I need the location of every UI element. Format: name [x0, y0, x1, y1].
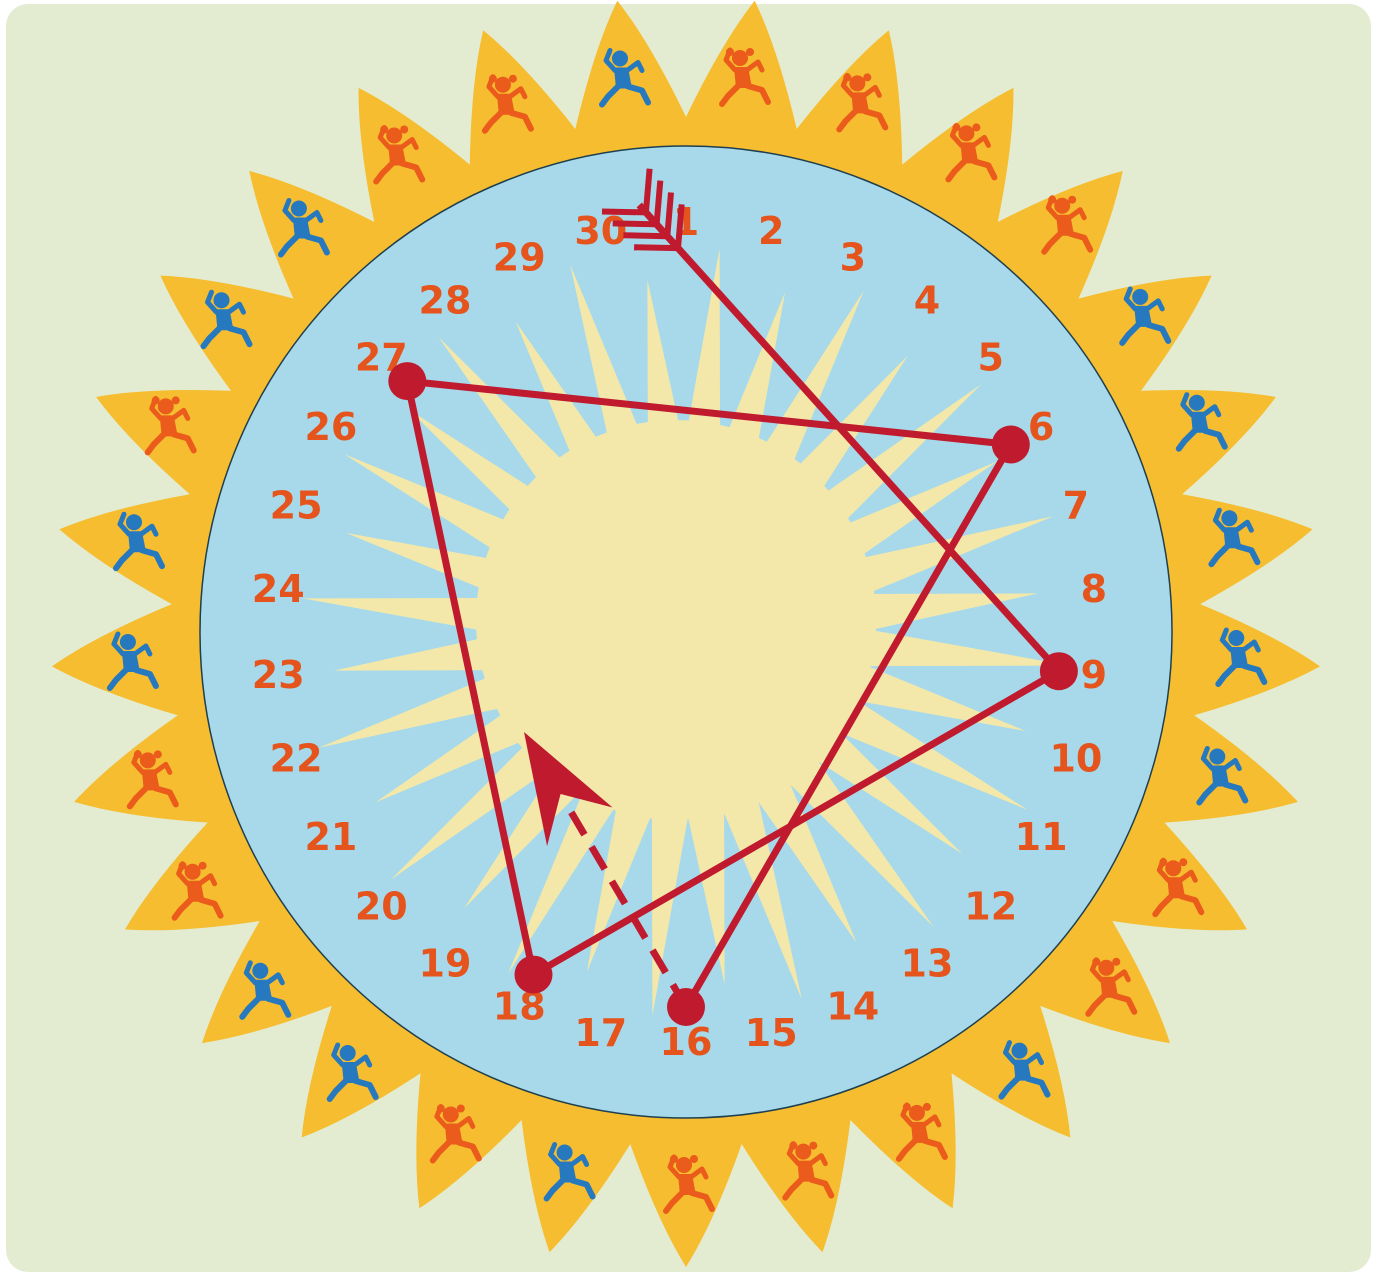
dial-number-16: 16 [660, 1020, 713, 1064]
dial-number-2: 2 [758, 209, 784, 253]
path-dot-27 [388, 362, 426, 400]
dial-number-23: 23 [252, 653, 305, 697]
dial-number-22: 22 [270, 737, 323, 781]
dial-number-10: 10 [1049, 737, 1102, 781]
dial-number-20: 20 [355, 884, 408, 928]
dial-number-14: 14 [826, 985, 879, 1029]
dial-number-6: 6 [1028, 405, 1054, 449]
dial-number-13: 13 [901, 942, 954, 986]
dial-number-19: 19 [419, 942, 472, 986]
dial-number-8: 8 [1081, 567, 1107, 611]
fletching-feather [623, 235, 667, 236]
fletching-feather [634, 247, 678, 248]
dial-number-24: 24 [252, 567, 305, 611]
dial-number-3: 3 [840, 235, 866, 279]
dial-number-17: 17 [574, 1011, 627, 1055]
dial-number-26: 26 [304, 405, 357, 449]
fletching-feather [602, 212, 646, 213]
dial-number-30: 30 [574, 209, 627, 253]
fletching-feather [667, 193, 671, 237]
dial-number-4: 4 [914, 278, 940, 322]
path-dot-16 [667, 988, 705, 1026]
dial-number-5: 5 [977, 336, 1003, 380]
dial-number-11: 11 [1015, 815, 1068, 859]
dial-number-9: 9 [1081, 653, 1107, 697]
fletching-feather [646, 169, 650, 213]
fletching-feather [613, 223, 657, 224]
fletching-feather [657, 181, 661, 225]
dial-number-25: 25 [270, 483, 323, 527]
dial-number-12: 12 [964, 884, 1017, 928]
dial-number-15: 15 [745, 1011, 798, 1055]
dial-number-21: 21 [304, 815, 357, 859]
dial-number-29: 29 [493, 235, 546, 279]
path-dot-18 [515, 956, 553, 994]
path-dot-6 [992, 426, 1030, 464]
dial-number-7: 7 [1063, 483, 1089, 527]
path-dot-9 [1040, 652, 1078, 690]
dial-number-28: 28 [419, 278, 472, 322]
fletching-feather [678, 204, 682, 248]
